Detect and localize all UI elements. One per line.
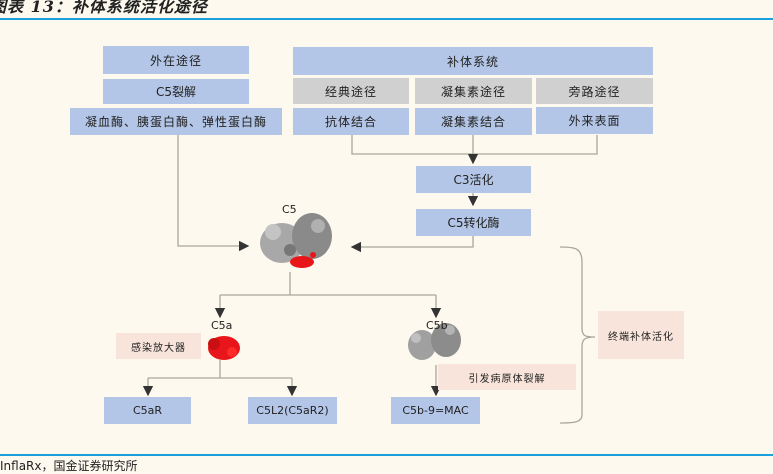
figure-title: 图表 13：补体系统活化途径 [0,0,208,16]
brace [559,246,596,424]
extrinsic-pathway-header: 外在途径 [103,46,249,74]
alternative-pathway-box: 旁路途径 [536,78,653,104]
c3-activation-box: C3活化 [416,166,531,193]
c5ar-box: C5aR [104,397,191,424]
pathogen-lysis-note: 引发病原体裂解 [438,364,576,390]
line-left-to-c5 [177,135,250,252]
c5-convertase-box: C5转化酶 [416,209,531,236]
c5-label: C5 [282,203,297,216]
c5a-label: C5a [211,319,233,332]
classical-pathway-box: 经典途径 [293,78,409,104]
c5b-protein-icon [408,323,461,360]
line-c5conv-to-c5 [350,235,474,253]
antibody-binding-box: 抗体结合 [293,108,409,135]
c5l2-box: C5L2(C5aR2) [248,397,337,424]
terminal-activation-box: 终端补体活化 [598,311,684,359]
c5-protein-icon [260,213,332,268]
lectin-binding-box: 凝集素结合 [415,108,532,135]
c5b-label: C5b [426,319,448,332]
line-c5a-split [148,360,292,379]
line-pathways-merge [351,135,598,155]
bottom-rule [0,454,773,456]
c5-cleavage-box: C5裂解 [103,79,249,104]
lectin-pathway-box: 凝集素途径 [415,78,532,104]
infection-amplifier-note: 感染放大器 [116,333,201,359]
line-c5-split [220,272,436,296]
complement-system-header: 补体系统 [293,47,653,75]
foreign-surface-box: 外来表面 [536,107,653,134]
c5a-protein-icon [208,336,240,360]
top-rule [0,18,773,20]
enzymes-box: 凝血酶、胰蛋白酶、弹性蛋白酶 [70,108,282,135]
source-footer: 来源：InflaRx，国金证券研究所 [0,459,138,473]
mac-box: C5b-9=MAC [391,397,480,424]
